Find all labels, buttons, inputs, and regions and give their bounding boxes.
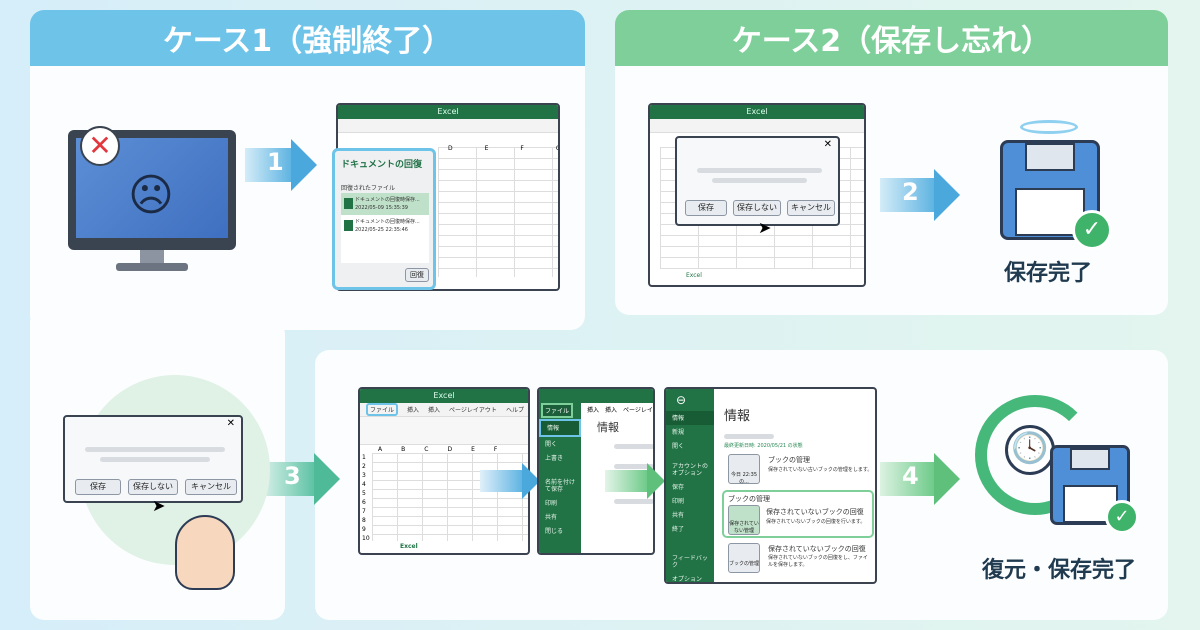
cancel-button[interactable]: キャンセル [185, 479, 237, 495]
cursor-icon: ➤ [152, 496, 166, 515]
restore-complete-label: 復元・保存完了 [982, 558, 1137, 583]
close-icon[interactable]: ✕ [823, 139, 832, 150]
document-recovery-pane: ドキュメントの回復 回復されたファイル ドキュメントの回復時保存... 2022… [332, 148, 436, 290]
recover-unsaved-highlight[interactable]: ブックの管理 保存されていない管理 保存されていないブックの回復 保存されていな… [722, 490, 874, 538]
clock-icon: 🕓 [1005, 425, 1055, 475]
save-button[interactable]: 保存 [685, 200, 727, 216]
crashed-monitor-icon: ☹ ✕ [68, 126, 236, 275]
excel-info-page: ⊖ 情報新規開くアカウントのオプション保存印刷共有終了 フィードバックオプション… [664, 387, 877, 584]
check-icon: ✓ [1105, 500, 1139, 534]
file-tab[interactable]: ファイル [541, 403, 574, 418]
blue-arrow [480, 463, 540, 499]
save-button[interactable]: 保存 [75, 479, 121, 495]
spreadsheet-grid [372, 453, 528, 541]
restore-clock-floppy-icon: 🕓 ✓ [975, 395, 1140, 540]
step-4-arrow: 4 [880, 453, 960, 505]
save-prompt-dialog: ✕ 保存 保存しない キャンセル [63, 415, 243, 503]
spreadsheet-grid [438, 147, 558, 277]
recovered-file-list: ドキュメントの回復時保存... 2022/05-09 15:35:39 ドキュメ… [341, 193, 429, 263]
excel-file-icon [344, 220, 353, 231]
recover-button[interactable]: 回復 [405, 268, 429, 282]
back-icon[interactable]: ⊖ [676, 393, 687, 407]
step-3-arrow: 3 [262, 453, 340, 505]
step-2-arrow: 2 [880, 169, 960, 221]
case1-title: ケース1（強制終了） [30, 10, 585, 66]
check-icon: ✓ [1072, 210, 1112, 250]
file-tab[interactable]: ファイル [366, 403, 399, 416]
cancel-button[interactable]: キャンセル [787, 200, 835, 216]
error-x-icon: ✕ [80, 126, 120, 166]
dont-save-button[interactable]: 保存しない [128, 479, 178, 495]
excel-file-icon [344, 198, 353, 209]
recovered-file-item[interactable]: ドキュメントの回復時保存... 2022/05-09 15:35:39 [341, 193, 429, 215]
save-prompt-dialog: ✕ 保存 保存しない キャンセル [675, 136, 840, 226]
green-arrow [605, 463, 665, 499]
saved-floppy-icon: ✓ [1000, 120, 1112, 250]
cursor-icon: ➤ [758, 218, 772, 237]
close-icon[interactable]: ✕ [226, 418, 235, 429]
dont-save-button[interactable]: 保存しない [733, 200, 781, 216]
case2-title: ケース2（保存し忘れ） [615, 10, 1168, 66]
recovered-file-item[interactable]: ドキュメントの回復時保存... 2022/05-25 22:35:46 [341, 215, 429, 237]
save-complete-label: 保存完了 [1004, 261, 1093, 286]
step-1-arrow: 1 [245, 139, 317, 191]
hand-mouse-icon [175, 515, 235, 590]
sad-face-icon: ☹ [128, 170, 174, 221]
